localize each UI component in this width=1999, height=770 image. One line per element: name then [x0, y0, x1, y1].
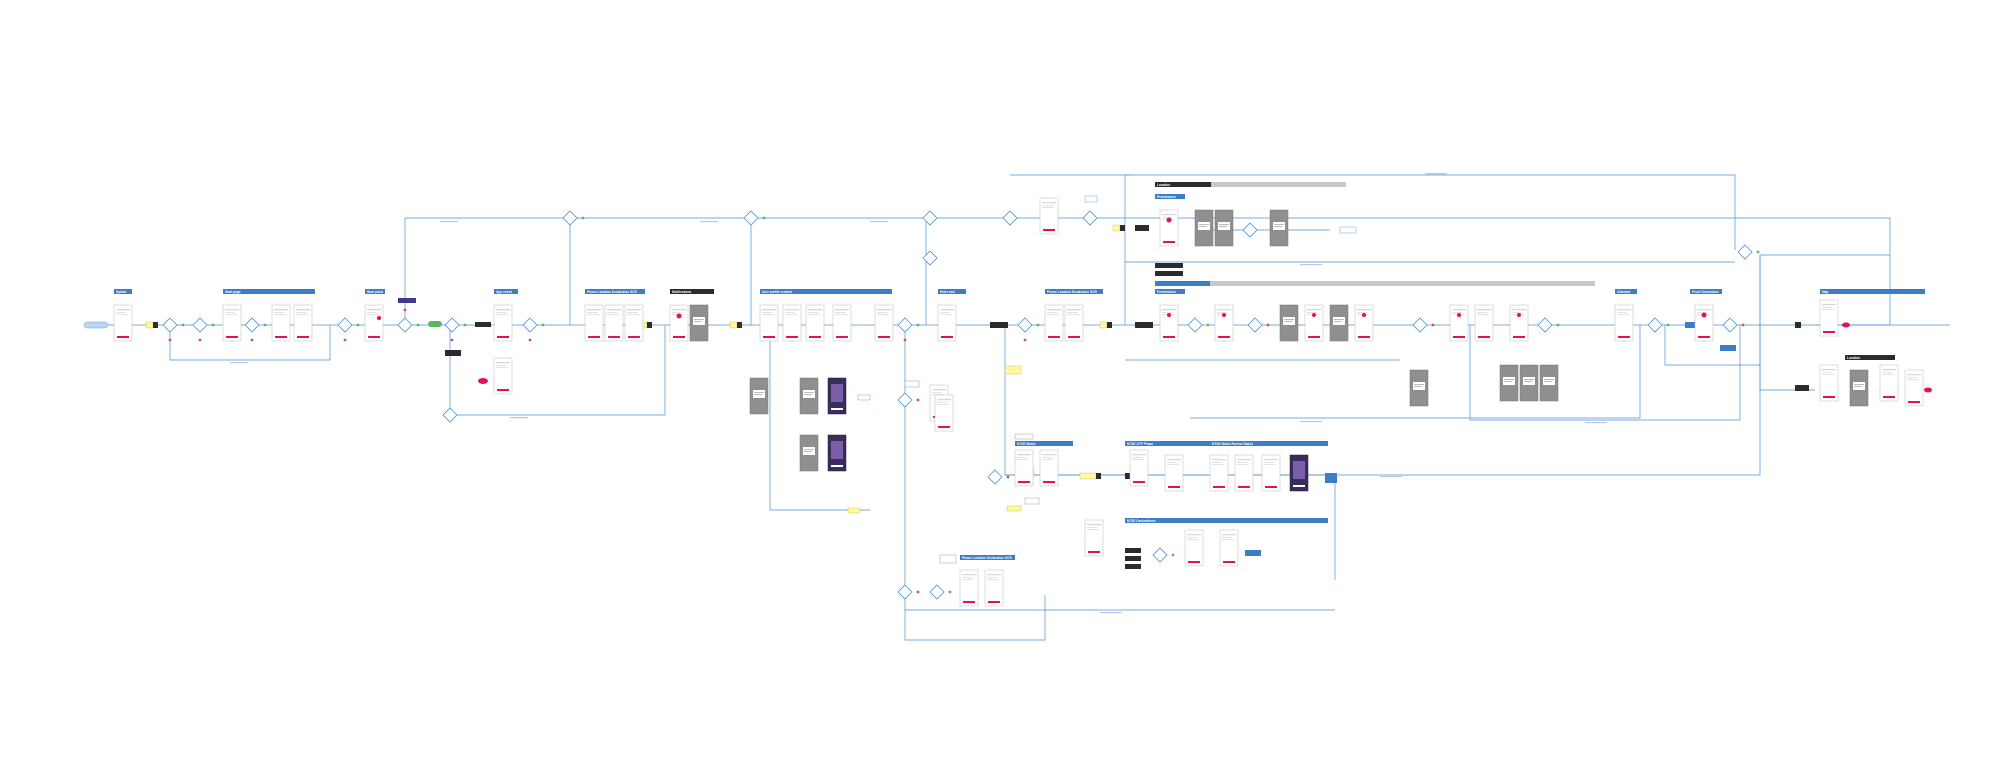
section-label-permissions: Permissions [1157, 290, 1176, 294]
section-label-splash: Splash [116, 290, 127, 294]
branch-dots [168, 216, 1760, 594]
section-label-location-top: Location [1157, 183, 1170, 187]
section-label-start-page: Start page [225, 290, 241, 294]
section-label-ntse-declarations: NTSE Declarations [1127, 519, 1156, 523]
section-label-map: Map [1822, 290, 1828, 294]
connector-lines [90, 174, 1950, 641]
section-label-user-profile: User profile created [762, 290, 792, 294]
section-labels: Splash Start page Start point App check … [116, 183, 1860, 560]
section-label-permissions-top: Permissions [1157, 195, 1176, 199]
section-label-onboard: Onboard [1617, 290, 1630, 294]
section-label-ntse-review: NTSE Match Review Status [1212, 442, 1253, 446]
location-pin-icons [377, 217, 1707, 320]
section-label-proof-declaration: Proof Declaration [1692, 290, 1719, 294]
section-label-ntse-match: NTSE Match [1017, 442, 1036, 446]
section-label-app-check: App check [496, 290, 512, 294]
section-label-ntse-otp: NTSE OTP Phase [1127, 442, 1153, 446]
section-label-phone-location-2: Phone Location Declaration SCR [1047, 290, 1097, 294]
section-label-phone-location-1: Phone Location Declaration SCR [587, 290, 637, 294]
misc-nodes [83, 195, 1932, 569]
section-label-start-point: Start point [367, 290, 384, 294]
decision-nodes [162, 210, 1753, 600]
section-label-notifications: Notifications [672, 290, 692, 294]
section-label-enter-tool: Enter tool [940, 290, 955, 294]
section-label-location-map: Location [1847, 356, 1860, 360]
connector-annotations [230, 173, 1607, 614]
section-label-phone-location-3: Phone Location Declaration SCR [962, 556, 1012, 560]
phone-screens [113, 197, 1924, 607]
section-headers [114, 182, 1925, 560]
